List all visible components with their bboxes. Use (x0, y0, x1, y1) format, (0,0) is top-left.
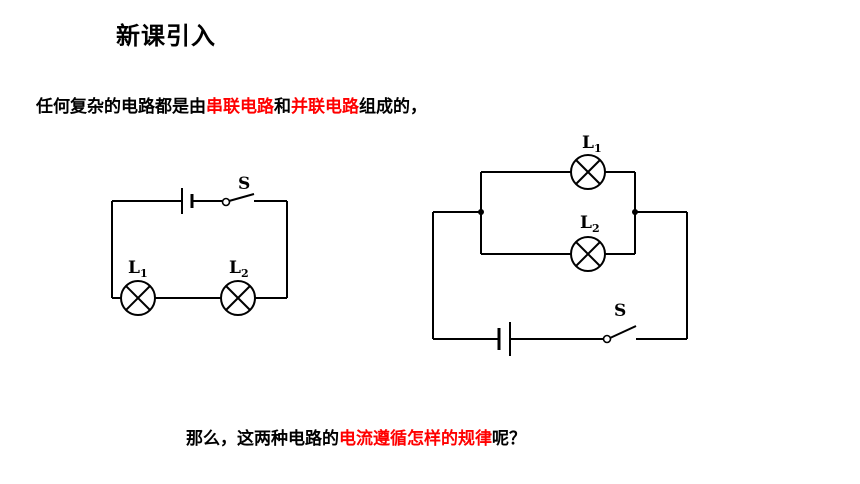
series-lamp-1-label: L1 (128, 258, 148, 280)
parallel-circuit-term: 并联电路 (291, 97, 359, 117)
question-text-2: 呢？ (492, 429, 526, 449)
series-lamp-2-icon (220, 280, 256, 316)
question-text-1: 那么，这两种电路的 (186, 429, 339, 449)
parallel-junction-left (478, 209, 484, 215)
parallel-junction-right (632, 209, 638, 215)
parallel-lamp-1-label: L1 (582, 133, 602, 155)
intro-text-1: 任何复杂的电路都是由 (36, 97, 206, 117)
slide-title: 新课引入 (116, 22, 216, 50)
series-switch-label: S (238, 174, 250, 194)
series-switch-pivot (221, 197, 231, 207)
series-circuit (111, 188, 288, 316)
intro-sentence: 任何复杂的电路都是由串联电路和并联电路组成的， (36, 92, 427, 117)
parallel-lamp-2-icon (570, 236, 606, 272)
intro-text-2: 和 (274, 97, 291, 117)
current-rule-highlight: 电流遵循怎样的规律 (339, 429, 492, 449)
parallel-circuit (432, 154, 688, 356)
series-switch-blade (228, 193, 255, 202)
intro-text-3: 组成的， (359, 97, 427, 117)
parallel-switch-pivot (602, 334, 612, 344)
question-sentence: 那么，这两种电路的电流遵循怎样的规律呢？ (186, 424, 526, 449)
parallel-switch-label: S (614, 301, 626, 321)
series-circuit-term: 串联电路 (206, 97, 274, 117)
series-lamp-2-label: L2 (229, 258, 249, 280)
series-lamp-1-icon (120, 280, 156, 316)
parallel-lamp-2-label: L2 (580, 213, 600, 235)
parallel-lamp-1-icon (570, 154, 606, 190)
parallel-switch-blade (609, 325, 637, 339)
